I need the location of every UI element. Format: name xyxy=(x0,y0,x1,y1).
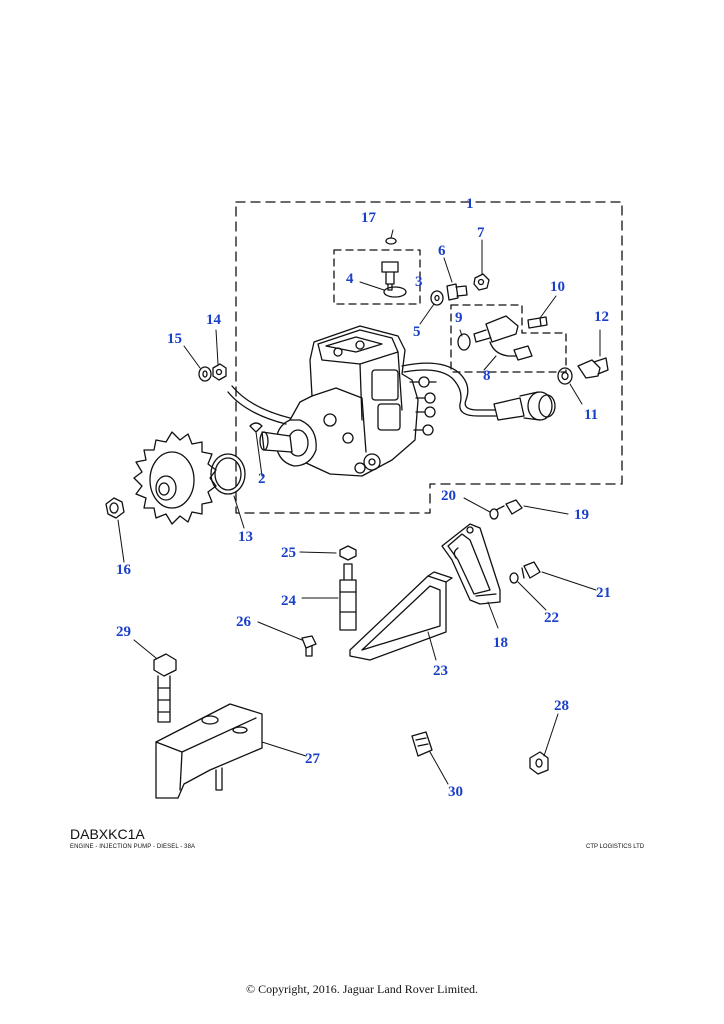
callout-4[interactable]: 4 xyxy=(346,271,354,287)
bolt-12 xyxy=(577,357,609,379)
screw-10 xyxy=(527,316,548,329)
callout-25[interactable]: 25 xyxy=(281,545,296,561)
callout-26[interactable]: 26 xyxy=(236,614,251,630)
callout-1[interactable]: 1 xyxy=(466,196,474,212)
callout-23[interactable]: 23 xyxy=(433,663,448,679)
solenoid-8 xyxy=(473,315,533,361)
diagram-caption: ENGINE - INJECTION PUMP - DIESEL - 38A xyxy=(70,844,196,850)
callout-28[interactable]: 28 xyxy=(554,698,569,714)
o-ring-9 xyxy=(457,333,471,351)
nut-25 xyxy=(339,545,357,561)
callout-22[interactable]: 22 xyxy=(544,610,559,626)
callout-15[interactable]: 15 xyxy=(167,331,182,347)
callout-24[interactable]: 24 xyxy=(281,593,296,609)
washer-15 xyxy=(198,366,212,382)
callout-29[interactable]: 29 xyxy=(116,624,131,640)
ring-17 xyxy=(385,237,397,245)
callout-12[interactable]: 12 xyxy=(594,309,609,325)
injection-pump xyxy=(249,325,437,477)
nut-16 xyxy=(105,497,125,519)
washer-5 xyxy=(430,290,444,306)
callout-17[interactable]: 17 xyxy=(361,210,376,226)
callout-10[interactable]: 10 xyxy=(550,279,565,295)
bracket-18 xyxy=(441,523,501,605)
copyright-notice: © Copyright, 2016. Jaguar Land Rover Lim… xyxy=(245,982,479,996)
o-ring-3 xyxy=(383,286,407,298)
callout-30[interactable]: 30 xyxy=(448,784,463,800)
washer-20 xyxy=(489,508,499,520)
callout-13[interactable]: 13 xyxy=(238,529,253,545)
pump-harness xyxy=(401,362,497,411)
callout-2[interactable]: 2 xyxy=(258,471,266,487)
callout-27[interactable]: 27 xyxy=(305,751,320,767)
stud-24 xyxy=(339,563,357,631)
o-ring-13 xyxy=(210,453,246,495)
subassembly-box-4 xyxy=(333,249,421,305)
callout-18[interactable]: 18 xyxy=(493,635,508,651)
bracket-23 xyxy=(349,571,453,661)
bracket-27 xyxy=(155,703,263,799)
clip-30 xyxy=(411,731,433,757)
leader-lines xyxy=(117,229,601,785)
bolt-21 xyxy=(521,561,541,579)
callout-5[interactable]: 5 xyxy=(413,324,421,340)
valve-4 xyxy=(381,261,399,291)
callout-7[interactable]: 7 xyxy=(477,225,485,241)
callout-8[interactable]: 8 xyxy=(483,368,491,384)
screw-19 xyxy=(495,499,523,515)
callout-9[interactable]: 9 xyxy=(455,310,463,326)
callout-6[interactable]: 6 xyxy=(438,243,446,259)
callout-3[interactable]: 3 xyxy=(415,274,423,290)
washer-22 xyxy=(509,572,519,584)
subassembly-box-8 xyxy=(450,304,567,373)
callout-16[interactable]: 16 xyxy=(116,562,131,578)
callout-11[interactable]: 11 xyxy=(584,407,599,423)
harness-connector xyxy=(493,391,556,421)
callout-20[interactable]: 20 xyxy=(441,488,456,504)
bolt-26 xyxy=(301,635,317,657)
nut-14 xyxy=(212,363,227,381)
diagram-code: DABXKC1A xyxy=(70,826,145,842)
nut-7 xyxy=(473,273,490,291)
callout-21[interactable]: 21 xyxy=(596,585,611,601)
bolt-29 xyxy=(153,653,177,723)
callout-14[interactable]: 14 xyxy=(206,312,221,328)
nut-28 xyxy=(529,751,549,775)
callout-19[interactable]: 19 xyxy=(574,507,589,523)
washer-11 xyxy=(557,367,573,385)
assembly-boundary xyxy=(235,201,623,514)
banjo-bolt-6 xyxy=(446,283,468,301)
supplier-label: CTP LOGISTICS LTD xyxy=(586,844,645,850)
pump-sprocket xyxy=(133,431,217,525)
